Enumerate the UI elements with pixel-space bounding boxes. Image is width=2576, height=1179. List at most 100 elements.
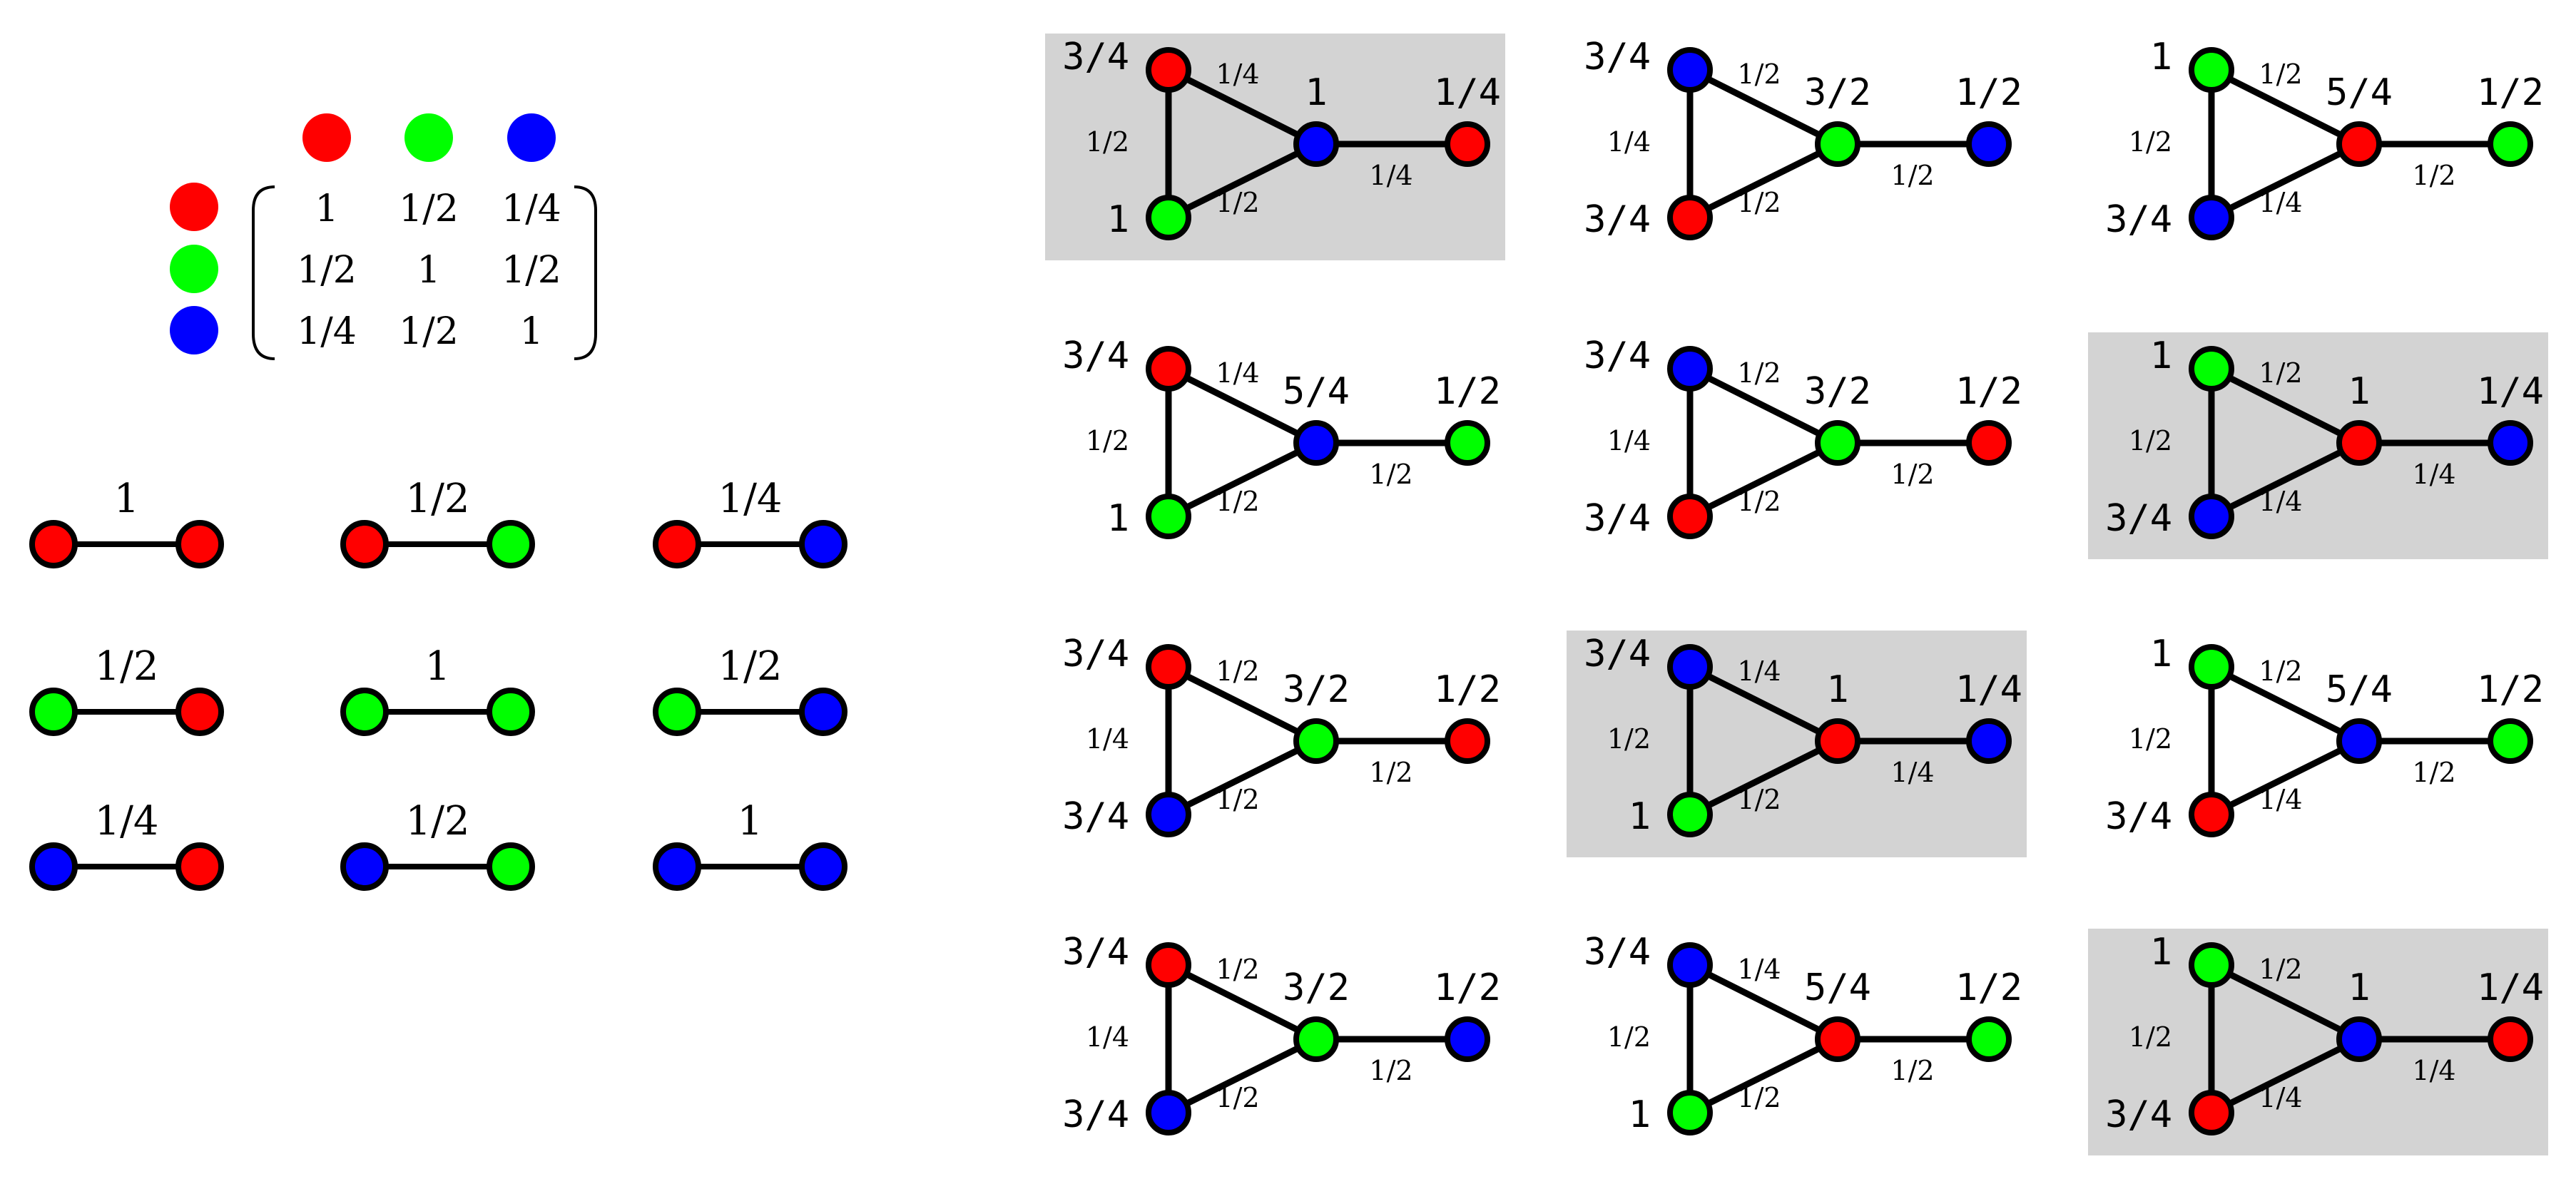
pair-node-left <box>29 520 78 568</box>
graph-node <box>1815 420 1860 466</box>
edge-weight-label: 1/4 <box>2259 486 2302 517</box>
edge-weight-label: 1/2 <box>1607 723 1651 755</box>
edge-weight-label: 1/2 <box>1086 425 1129 456</box>
graph-node <box>2189 942 2234 988</box>
edge-weight-label: 1/2 <box>1607 1021 1651 1053</box>
matrix-right-bracket <box>574 185 597 360</box>
matrix-left-bracket <box>252 185 275 360</box>
edge-weight-label: 1/2 <box>2259 58 2302 90</box>
node-weight-label: 1 <box>2348 966 2370 1009</box>
pair-edge: 1 <box>653 798 847 891</box>
edge-weight-label: 1/2 <box>2129 126 2172 158</box>
matrix-cell: 1 <box>519 310 543 353</box>
edge-weight-label: 1/2 <box>2259 655 2302 687</box>
node-weight-label: 1 <box>2348 370 2370 413</box>
pair-node-right <box>799 688 847 736</box>
node-weight-label: 5/4 <box>1804 966 1871 1009</box>
graph-node <box>2189 644 2234 690</box>
graph-node <box>1146 494 1191 539</box>
node-weight-label: 1/2 <box>2477 668 2544 711</box>
graph-edge <box>1688 663 1840 745</box>
edge-weight-label: 1/2 <box>2129 425 2172 456</box>
graph-edge <box>1688 961 1840 1043</box>
matrix-col-swatch-2 <box>404 113 453 162</box>
graph-node <box>1146 195 1191 240</box>
graph-node <box>1445 121 1490 167</box>
graph-node <box>2336 420 2382 466</box>
pair-node-left <box>340 520 389 568</box>
node-weight-label: 1/2 <box>1955 966 2022 1009</box>
graph-node <box>2488 121 2533 167</box>
pair-node-left <box>653 688 701 736</box>
matrix-cell: 1 <box>417 249 440 292</box>
pair-weight-label: 1/4 <box>94 798 158 844</box>
pair-node-right <box>799 842 847 891</box>
edge-weight-label: 1/4 <box>2412 1055 2455 1086</box>
graph-node <box>1146 346 1191 392</box>
pair-node-right <box>175 688 224 736</box>
node-weight-label: 3/4 <box>2105 198 2172 241</box>
node-weight-label: 3/4 <box>1584 36 1651 78</box>
node-weight-label: 3/4 <box>1062 931 1129 974</box>
edge-weight-label: 1/2 <box>2412 160 2455 191</box>
edge-weight-label: 1/2 <box>1086 126 1129 158</box>
graph-node <box>1667 47 1713 93</box>
node-weight-label: 1/2 <box>1955 370 2022 413</box>
graph-node <box>2189 195 2234 240</box>
edge-weight-label: 1/4 <box>1607 126 1651 158</box>
edge-weight-label: 1/4 <box>1216 58 1259 90</box>
pair-weight-label: 1/2 <box>718 643 782 690</box>
pair-node-right <box>799 520 847 568</box>
graph-node <box>1966 1016 2012 1062</box>
matrix-row-swatch-3 <box>170 306 218 354</box>
graph-node <box>2189 346 2234 392</box>
graph-node <box>1146 47 1191 93</box>
node-weight-label: 3/4 <box>1584 633 1651 675</box>
edge-weight-label: 1/2 <box>1890 160 1934 191</box>
edge-weight-label: 1/2 <box>1890 1055 1934 1086</box>
graph-node <box>2336 121 2382 167</box>
pair-node-left <box>340 842 389 891</box>
pair-node-right <box>175 520 224 568</box>
graph-node <box>1667 1090 1713 1135</box>
graph-node <box>1966 718 2012 764</box>
graph-edge <box>1166 663 1318 745</box>
graph-node <box>1966 121 2012 167</box>
graph-edge <box>1166 66 1318 148</box>
node-weight-label: 1 <box>2150 633 2172 675</box>
matrix-row-swatch-2 <box>170 245 218 293</box>
edge-weight-label: 1/4 <box>1086 1021 1129 1053</box>
node-weight-label: 3/4 <box>2105 497 2172 540</box>
node-weight-label: 1 <box>1107 198 1129 241</box>
node-weight-label: 3/4 <box>1584 198 1651 241</box>
edge-weight-label: 1/4 <box>1216 357 1259 389</box>
pair-edge: 1/4 <box>653 476 847 568</box>
node-weight-label: 3/4 <box>1062 633 1129 675</box>
node-weight-label: 1/4 <box>2477 966 2544 1009</box>
node-weight-label: 3/4 <box>1062 335 1129 377</box>
graph-edge <box>2209 737 2361 818</box>
edge-weight-label: 1/4 <box>1890 757 1934 788</box>
node-weight-label: 3/2 <box>1804 370 1871 413</box>
graph-edge <box>2209 365 2361 446</box>
graph-node <box>1146 792 1191 837</box>
edge-weight-label: 1/2 <box>1369 1055 1412 1086</box>
edge-weight-label: 1/2 <box>1737 187 1781 218</box>
node-weight-label: 1/4 <box>1955 668 2022 711</box>
graph-edge <box>1166 961 1318 1043</box>
pair-weight-label: 1 <box>114 476 140 522</box>
edge-weight-label: 1/2 <box>1369 459 1412 490</box>
graph-node <box>1293 121 1339 167</box>
node-weight-label: 3/4 <box>1062 36 1129 78</box>
node-weight-label: 1 <box>1629 795 1651 838</box>
node-weight-label: 3/4 <box>1584 931 1651 974</box>
edge-weight-label: 1/2 <box>2129 723 2172 755</box>
graph-node <box>1815 718 1860 764</box>
